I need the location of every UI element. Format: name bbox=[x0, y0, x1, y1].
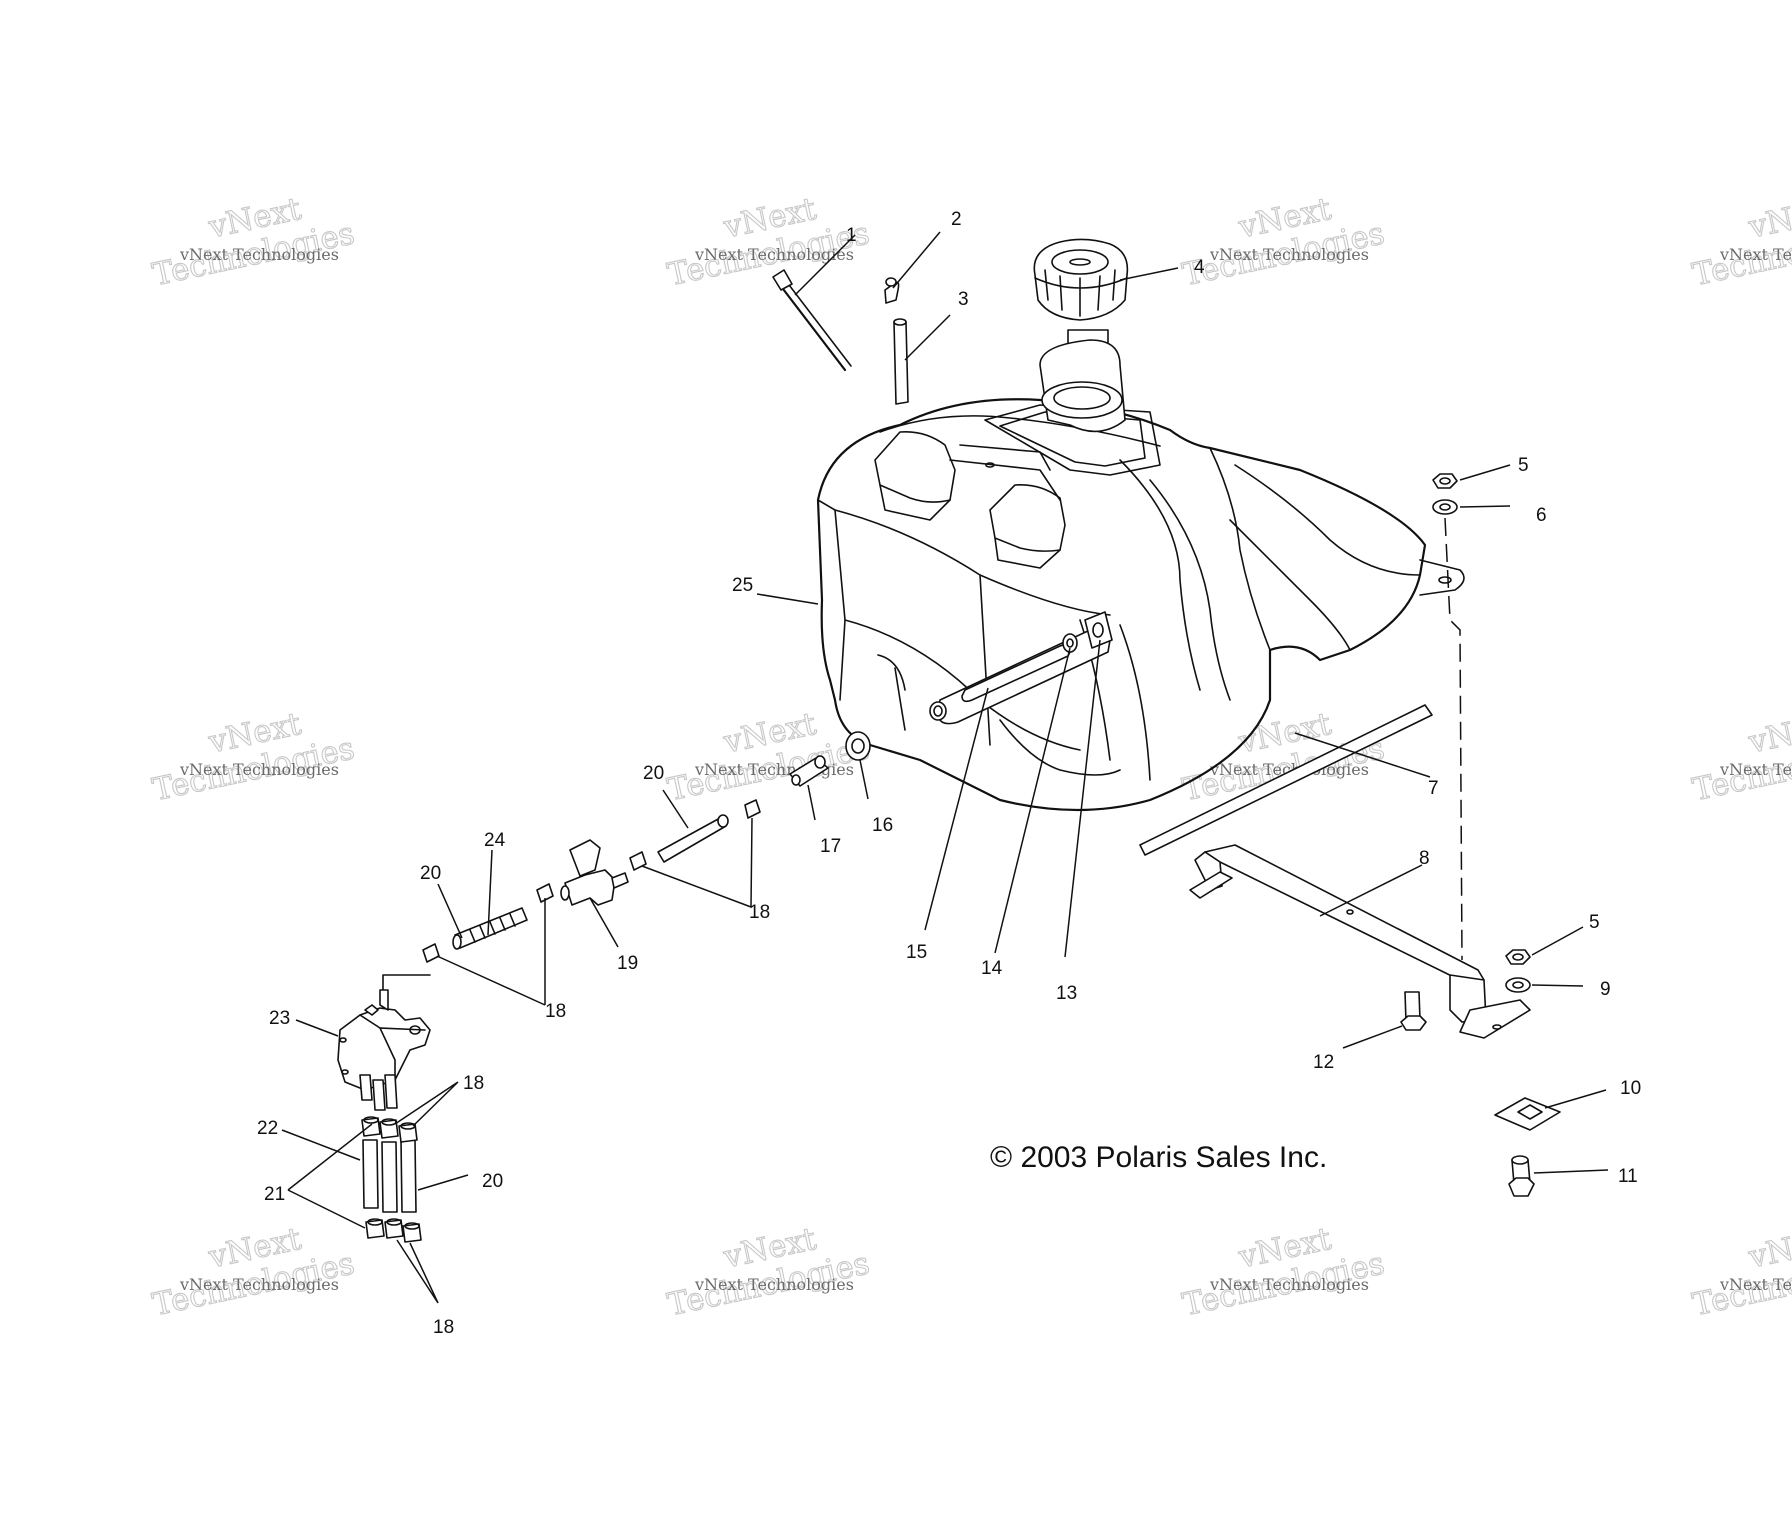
watermark: vNext Technologies vNext Technologies bbox=[1689, 1220, 1792, 1323]
svg-text:vNext Technologies: vNext Technologies bbox=[1719, 760, 1792, 779]
hose-clamp bbox=[629, 851, 647, 871]
callout-3: 3 bbox=[958, 289, 969, 310]
callout-20-upper: 20 bbox=[643, 763, 664, 784]
hose-clamp bbox=[384, 1218, 404, 1239]
callout-12: 12 bbox=[1313, 1052, 1334, 1073]
svg-text:vNext Technologies: vNext Technologies bbox=[694, 1275, 854, 1294]
hose-clamp bbox=[398, 1122, 418, 1143]
svg-text:vNext Technologies: vNext Technologies bbox=[1719, 1275, 1792, 1294]
callout-20-lower: 20 bbox=[482, 1171, 503, 1192]
vent-hose-left bbox=[362, 1139, 379, 1209]
svg-text:vNext Technologies: vNext Technologies bbox=[1209, 245, 1369, 264]
callout-5-lower: 5 bbox=[1589, 912, 1600, 933]
vent-line bbox=[772, 269, 852, 372]
watermark: vNext Technologies vNext Technologies bbox=[149, 190, 358, 293]
callout-16: 16 bbox=[872, 815, 893, 836]
callout-21: 21 bbox=[264, 1184, 285, 1205]
watermark: vNext Technologies vNext Technologies bbox=[1179, 190, 1388, 293]
callout-23: 23 bbox=[269, 1008, 290, 1029]
svg-text:vNext Technologies: vNext Technologies bbox=[694, 245, 854, 264]
watermark: vNext Technologies vNext Technologies bbox=[664, 1220, 873, 1323]
watermark: vNext Technologies vNext Technologies bbox=[1689, 705, 1792, 808]
watermark: vNext Technologies vNext Technologies bbox=[1689, 190, 1792, 293]
alignment-line bbox=[1444, 517, 1463, 961]
hose-clamp bbox=[361, 1116, 381, 1137]
callout-17: 17 bbox=[820, 836, 841, 857]
washer-lower bbox=[1505, 977, 1531, 993]
callout-19: 19 bbox=[617, 953, 638, 974]
callout-5-upper: 5 bbox=[1518, 455, 1529, 476]
vent-hose-right bbox=[400, 1139, 417, 1213]
watermark: vNext Technologies vNext Technologies bbox=[149, 1220, 358, 1323]
hose-clamp bbox=[422, 943, 440, 963]
hose-clamp bbox=[536, 883, 554, 903]
callout-10: 10 bbox=[1620, 1078, 1641, 1099]
callout-15: 15 bbox=[906, 942, 927, 963]
tank-pad bbox=[1139, 704, 1433, 856]
callout-11: 11 bbox=[1618, 1166, 1638, 1187]
svg-text:vNext Technologies: vNext Technologies bbox=[179, 245, 339, 264]
fitting-elbow bbox=[789, 755, 829, 787]
fuel-tank bbox=[816, 398, 1465, 812]
callout-4: 4 bbox=[1194, 257, 1205, 278]
callout-6: 6 bbox=[1536, 505, 1547, 526]
nut-upper bbox=[1432, 473, 1458, 489]
mount-plate bbox=[1494, 1097, 1561, 1131]
callout-2: 2 bbox=[951, 209, 962, 230]
washer-upper bbox=[1432, 499, 1458, 515]
tank-bracket bbox=[1189, 844, 1531, 1039]
callout-7: 7 bbox=[1428, 778, 1439, 799]
nut-lower bbox=[1505, 949, 1531, 965]
fuel-hose-upper bbox=[657, 814, 729, 863]
vent-hose-mid bbox=[381, 1141, 398, 1213]
hose-clamp bbox=[379, 1118, 399, 1139]
watermark: vNext Technologies vNext Technologies bbox=[149, 705, 358, 808]
vent-valve bbox=[884, 277, 900, 304]
callout-22: 22 bbox=[257, 1118, 278, 1139]
fuel-pump bbox=[337, 974, 431, 1111]
watermark: vNext Technologies vNext Technologies bbox=[1179, 1220, 1388, 1323]
svg-text:vNext Technologies: vNext Technologies bbox=[694, 760, 854, 779]
callout-25: 25 bbox=[732, 575, 753, 596]
bolt-long bbox=[1508, 1155, 1535, 1197]
grommet bbox=[845, 731, 871, 761]
hose-clamp bbox=[365, 1218, 385, 1239]
callout-24: 24 bbox=[484, 830, 506, 851]
callout-14: 14 bbox=[981, 958, 1003, 979]
callout-13: 13 bbox=[1056, 983, 1077, 1004]
hose-clamp bbox=[402, 1222, 422, 1243]
leader-lines bbox=[281, 231, 1609, 1304]
bolt-short bbox=[1400, 991, 1427, 1031]
callout-18-upper: 18 bbox=[749, 902, 770, 923]
callout-20-mid: 20 bbox=[420, 863, 441, 884]
callout-9: 9 bbox=[1600, 979, 1611, 1000]
fuel-filter-hose bbox=[452, 907, 528, 950]
callout-18-lower: 18 bbox=[433, 1317, 454, 1338]
watermark: vNext Technologies vNext Technologies bbox=[1179, 705, 1388, 808]
filler-cap bbox=[1033, 238, 1129, 433]
watermark: vNext Technologies vNext Technologies bbox=[664, 705, 873, 808]
svg-text:vNext Technologies: vNext Technologies bbox=[1719, 245, 1792, 264]
callout-labels: 1 2 3 4 5 6 7 8 5 9 10 11 12 13 14 15 16… bbox=[257, 209, 1641, 1338]
copyright-notice: © 2003 Polaris Sales Inc. bbox=[990, 1141, 1327, 1174]
shutoff-valve bbox=[560, 839, 629, 906]
callout-18-mid: 18 bbox=[545, 1001, 566, 1022]
svg-text:vNext Technologies: vNext Technologies bbox=[179, 760, 339, 779]
vent-hose bbox=[893, 318, 909, 405]
svg-text:vNext Technologies: vNext Technologies bbox=[1209, 1275, 1369, 1294]
callout-1: 1 bbox=[846, 225, 857, 246]
watermark: vNext Technologies vNext Technologies bbox=[664, 190, 873, 293]
callout-8: 8 bbox=[1419, 848, 1430, 869]
hose-clamp bbox=[744, 799, 761, 819]
callout-18-pump: 18 bbox=[463, 1073, 484, 1094]
svg-text:vNext Technologies: vNext Technologies bbox=[179, 1275, 339, 1294]
